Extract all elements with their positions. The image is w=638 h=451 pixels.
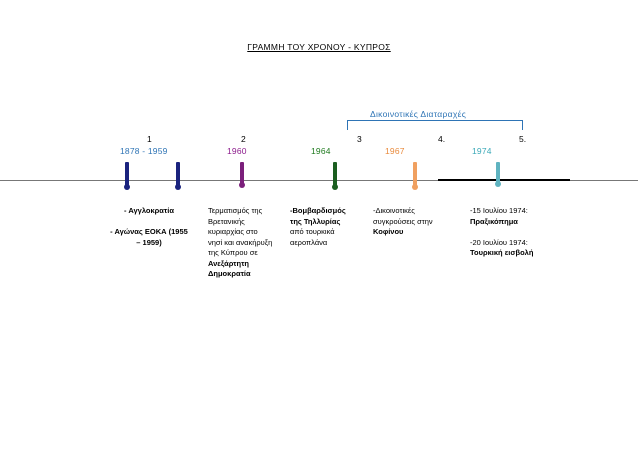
- desc-line: Τερματισμός της: [208, 206, 263, 215]
- desc-line: -Βομβαρδισμός: [290, 206, 346, 215]
- description-period-2: Τερματισμός της Βρετανικής κυριαρχίας στ…: [208, 206, 272, 280]
- desc-line: Δημοκρατία: [208, 269, 251, 278]
- timeline-axis: [0, 180, 638, 181]
- timeline-axis-highlight: [438, 179, 570, 181]
- desc-line: Ανεξάρτητη: [208, 258, 250, 268]
- description-period-5: -15 Ιουλίου 1974: Πραξικόπημα -20 Ιουλίο…: [470, 206, 533, 259]
- desc-line: Κοφίνου: [373, 227, 404, 236]
- desc-line: - Αγώνας ΕΟΚΑ (1955: [110, 227, 188, 236]
- period-number-3: 3: [357, 134, 362, 144]
- year-label-1964: 1964: [311, 146, 331, 156]
- desc-line: - Αγγλοκρατία: [124, 206, 174, 215]
- page-title: ΓΡΑΜΜΗ ΤΟΥ ΧΡΟΝΟΥ - ΚΥΠΡΟΣ: [247, 42, 391, 52]
- desc-line: – 1959): [136, 237, 162, 247]
- year-label-1878-1959: 1878 - 1959: [120, 146, 168, 156]
- description-period-1: - Αγγλοκρατία - Αγώνας ΕΟΚΑ (1955 – 1959…: [93, 206, 205, 248]
- timeline-marker-4: [332, 162, 338, 190]
- desc-line: Τουρκική εισβολή: [470, 248, 534, 257]
- desc-line: νησί και ανακήρυξη: [208, 237, 273, 247]
- timeline-marker-5: [412, 162, 418, 190]
- bracket: [347, 120, 523, 130]
- desc-line: Πραξικόπημα: [470, 216, 518, 226]
- desc-line: αεροπλάνα: [290, 237, 328, 247]
- timeline-marker-6: [495, 162, 501, 187]
- timeline-marker-3: [239, 162, 245, 188]
- year-label-1967: 1967: [385, 146, 405, 156]
- year-label-1974: 1974: [472, 146, 492, 156]
- period-number-5: 5.: [519, 134, 527, 144]
- period-number-2: 2: [241, 134, 246, 144]
- desc-line: από τουρκικά: [290, 227, 335, 236]
- description-period-3: -Βομβαρδισμός της Τηλλυρίας από τουρκικά…: [290, 206, 346, 248]
- period-number-4: 4.: [438, 134, 446, 144]
- desc-line: κυριαρχίας στο: [208, 227, 258, 236]
- timeline-marker-1: [124, 162, 130, 190]
- timeline-marker-2: [175, 162, 181, 190]
- desc-line: -20 Ιουλίου 1974:: [470, 237, 528, 247]
- desc-line: της Κύπρου σε: [208, 248, 258, 257]
- period-number-1: 1: [147, 134, 152, 144]
- desc-line: συγκρούσεις στην: [373, 216, 433, 226]
- year-label-1960: 1960: [227, 146, 247, 156]
- desc-line: της Τηλλυρίας: [290, 216, 341, 226]
- desc-line: -Δικοινοτικές: [373, 206, 415, 215]
- bracket-label: Δικοινοτικές Διαταραχές: [370, 109, 467, 119]
- desc-line: Βρετανικής: [208, 216, 245, 226]
- desc-line: -15 Ιουλίου 1974:: [470, 206, 528, 215]
- description-period-4: -Δικοινοτικές συγκρούσεις στην Κοφίνου: [373, 206, 433, 238]
